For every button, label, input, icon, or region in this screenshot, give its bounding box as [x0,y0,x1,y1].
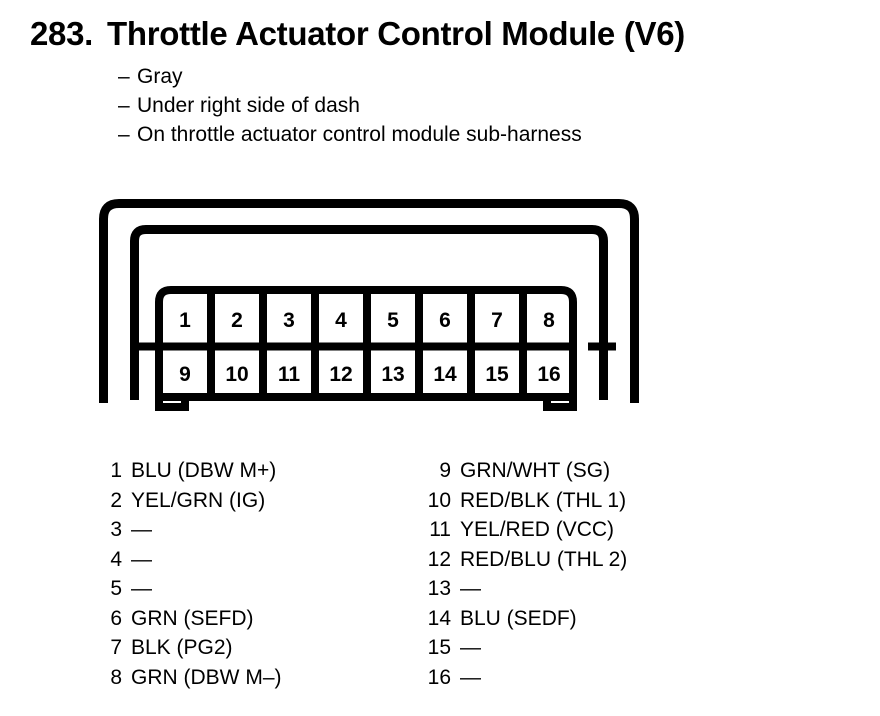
note-item: – On throttle actuator control module su… [118,120,850,149]
page-title: 283. Throttle Actuator Control Module (V… [30,14,850,54]
legend-row: 3 — [96,515,416,545]
legend-row: 15 — [425,633,745,663]
connector-svg: 1 2 3 4 5 6 7 8 9 10 11 12 13 14 15 16 [99,199,639,411]
legend-wire-label: BLU (SEDF) [460,606,577,630]
pin-number: 1 [179,309,191,332]
legend-wire-label: BLK (PG2) [131,636,233,659]
legend-pin-number: 3 [110,518,122,541]
legend-row: 6 GRN (SEFD) [96,604,416,634]
entry-number: 283. [30,15,94,52]
legend-pin-number: 11 [429,518,451,541]
note-item: – Under right side of dash [118,91,850,120]
page-header: 283. Throttle Actuator Control Module (V… [30,14,850,149]
notes-list: – Gray – Under right side of dash – On t… [118,62,850,149]
pin-number: 13 [381,363,404,386]
legend-pin-number: 6 [110,606,122,630]
dash-icon: – [118,94,130,117]
pin-number: 14 [433,363,457,386]
legend-row: 8 GRN (DBW M–) [96,663,416,693]
legend-pin-number: 13 [427,577,451,600]
legend-row: 7 BLK (PG2) [96,633,416,663]
legend-wire-label: RED/BLK (THL 1) [460,488,627,512]
legend-wire-label: BLU (DBW M+) [131,459,277,482]
legend-pin-number: 4 [110,547,122,571]
legend-wire-label: RED/BLU (THL 2) [460,547,628,571]
legend-pin-number: 7 [110,636,122,659]
pin-number: 10 [225,363,248,386]
connector-inner-shell [130,225,608,400]
legend-pin-number: 2 [110,488,122,512]
note-text: Under right side of dash [137,94,360,117]
note-text: On throttle actuator control module sub-… [137,123,582,146]
connector-right-link [588,342,616,351]
legend-wire-label: GRN/WHT (SG) [460,459,611,482]
pin-number: 16 [537,363,560,386]
legend-wire-label: GRN (DBW M–) [131,665,282,689]
legend-wire-label: — [131,547,152,571]
pin-legend-right-column: 9 GRN/WHT (SG) 10 RED/BLK (THL 1) 11 YEL… [425,456,745,692]
legend-row: 12 RED/BLU (THL 2) [425,545,745,575]
pin-legend: 1 BLU (DBW M+) 2 YEL/GRN (IG) 3 — 4 — 5 … [96,456,796,692]
legend-pin-number: 14 [427,606,451,630]
legend-wire-label: — [460,665,481,689]
connector-outer-shell [99,199,639,403]
legend-row: 1 BLU (DBW M+) [96,456,416,486]
legend-row: 4 — [96,545,416,575]
legend-pin-number: 15 [427,636,451,659]
legend-pin-number: 12 [427,547,451,571]
legend-row: 9 GRN/WHT (SG) [425,456,745,486]
legend-pin-number: 16 [427,665,451,689]
legend-wire-label: YEL/RED (VCC) [460,518,615,541]
legend-row: 14 BLU (SEDF) [425,604,745,634]
legend-pin-number: 1 [110,459,122,482]
legend-wire-label: YEL/GRN (IG) [131,488,266,512]
pin-number: 7 [491,309,503,332]
dash-icon: – [118,123,130,146]
pin-number: 2 [231,309,243,332]
note-item: – Gray [118,62,850,91]
legend-wire-label: — [131,577,152,600]
legend-pin-number: 9 [439,459,451,482]
legend-row: 16 — [425,663,745,693]
note-text: Gray [137,65,183,88]
legend-wire-label: — [131,518,152,541]
legend-row: 13 — [425,574,745,604]
legend-wire-label: — [460,577,481,600]
connector-diagram: 1 2 3 4 5 6 7 8 9 10 11 12 13 14 15 16 [90,190,660,420]
legend-row: 5 — [96,574,416,604]
legend-pin-number: 5 [110,577,122,600]
legend-row: 2 YEL/GRN (IG) [96,486,416,516]
pin-number: 4 [335,309,347,332]
connector-left-link [134,342,162,351]
pin-number: 3 [283,309,295,332]
latch-tab-left [155,393,189,411]
legend-wire-label: — [460,636,481,659]
pin-number: 6 [439,309,451,332]
entry-title: Throttle Actuator Control Module (V6) [107,15,686,52]
dash-icon: – [118,65,130,88]
legend-wire-label: GRN (SEFD) [131,606,254,630]
legend-pin-number: 8 [110,665,122,689]
pin-number: 5 [387,309,399,332]
pin-legend-left-column: 1 BLU (DBW M+) 2 YEL/GRN (IG) 3 — 4 — 5 … [96,456,416,692]
latch-tab-right [543,393,577,411]
pin-number: 9 [179,363,191,386]
pin-number: 12 [329,363,352,386]
legend-pin-number: 10 [427,488,451,512]
pin-number: 8 [543,309,555,332]
pin-number: 15 [485,363,509,386]
pin-number: 11 [278,363,301,386]
legend-row: 11 YEL/RED (VCC) [425,515,745,545]
legend-row: 10 RED/BLK (THL 1) [425,486,745,516]
